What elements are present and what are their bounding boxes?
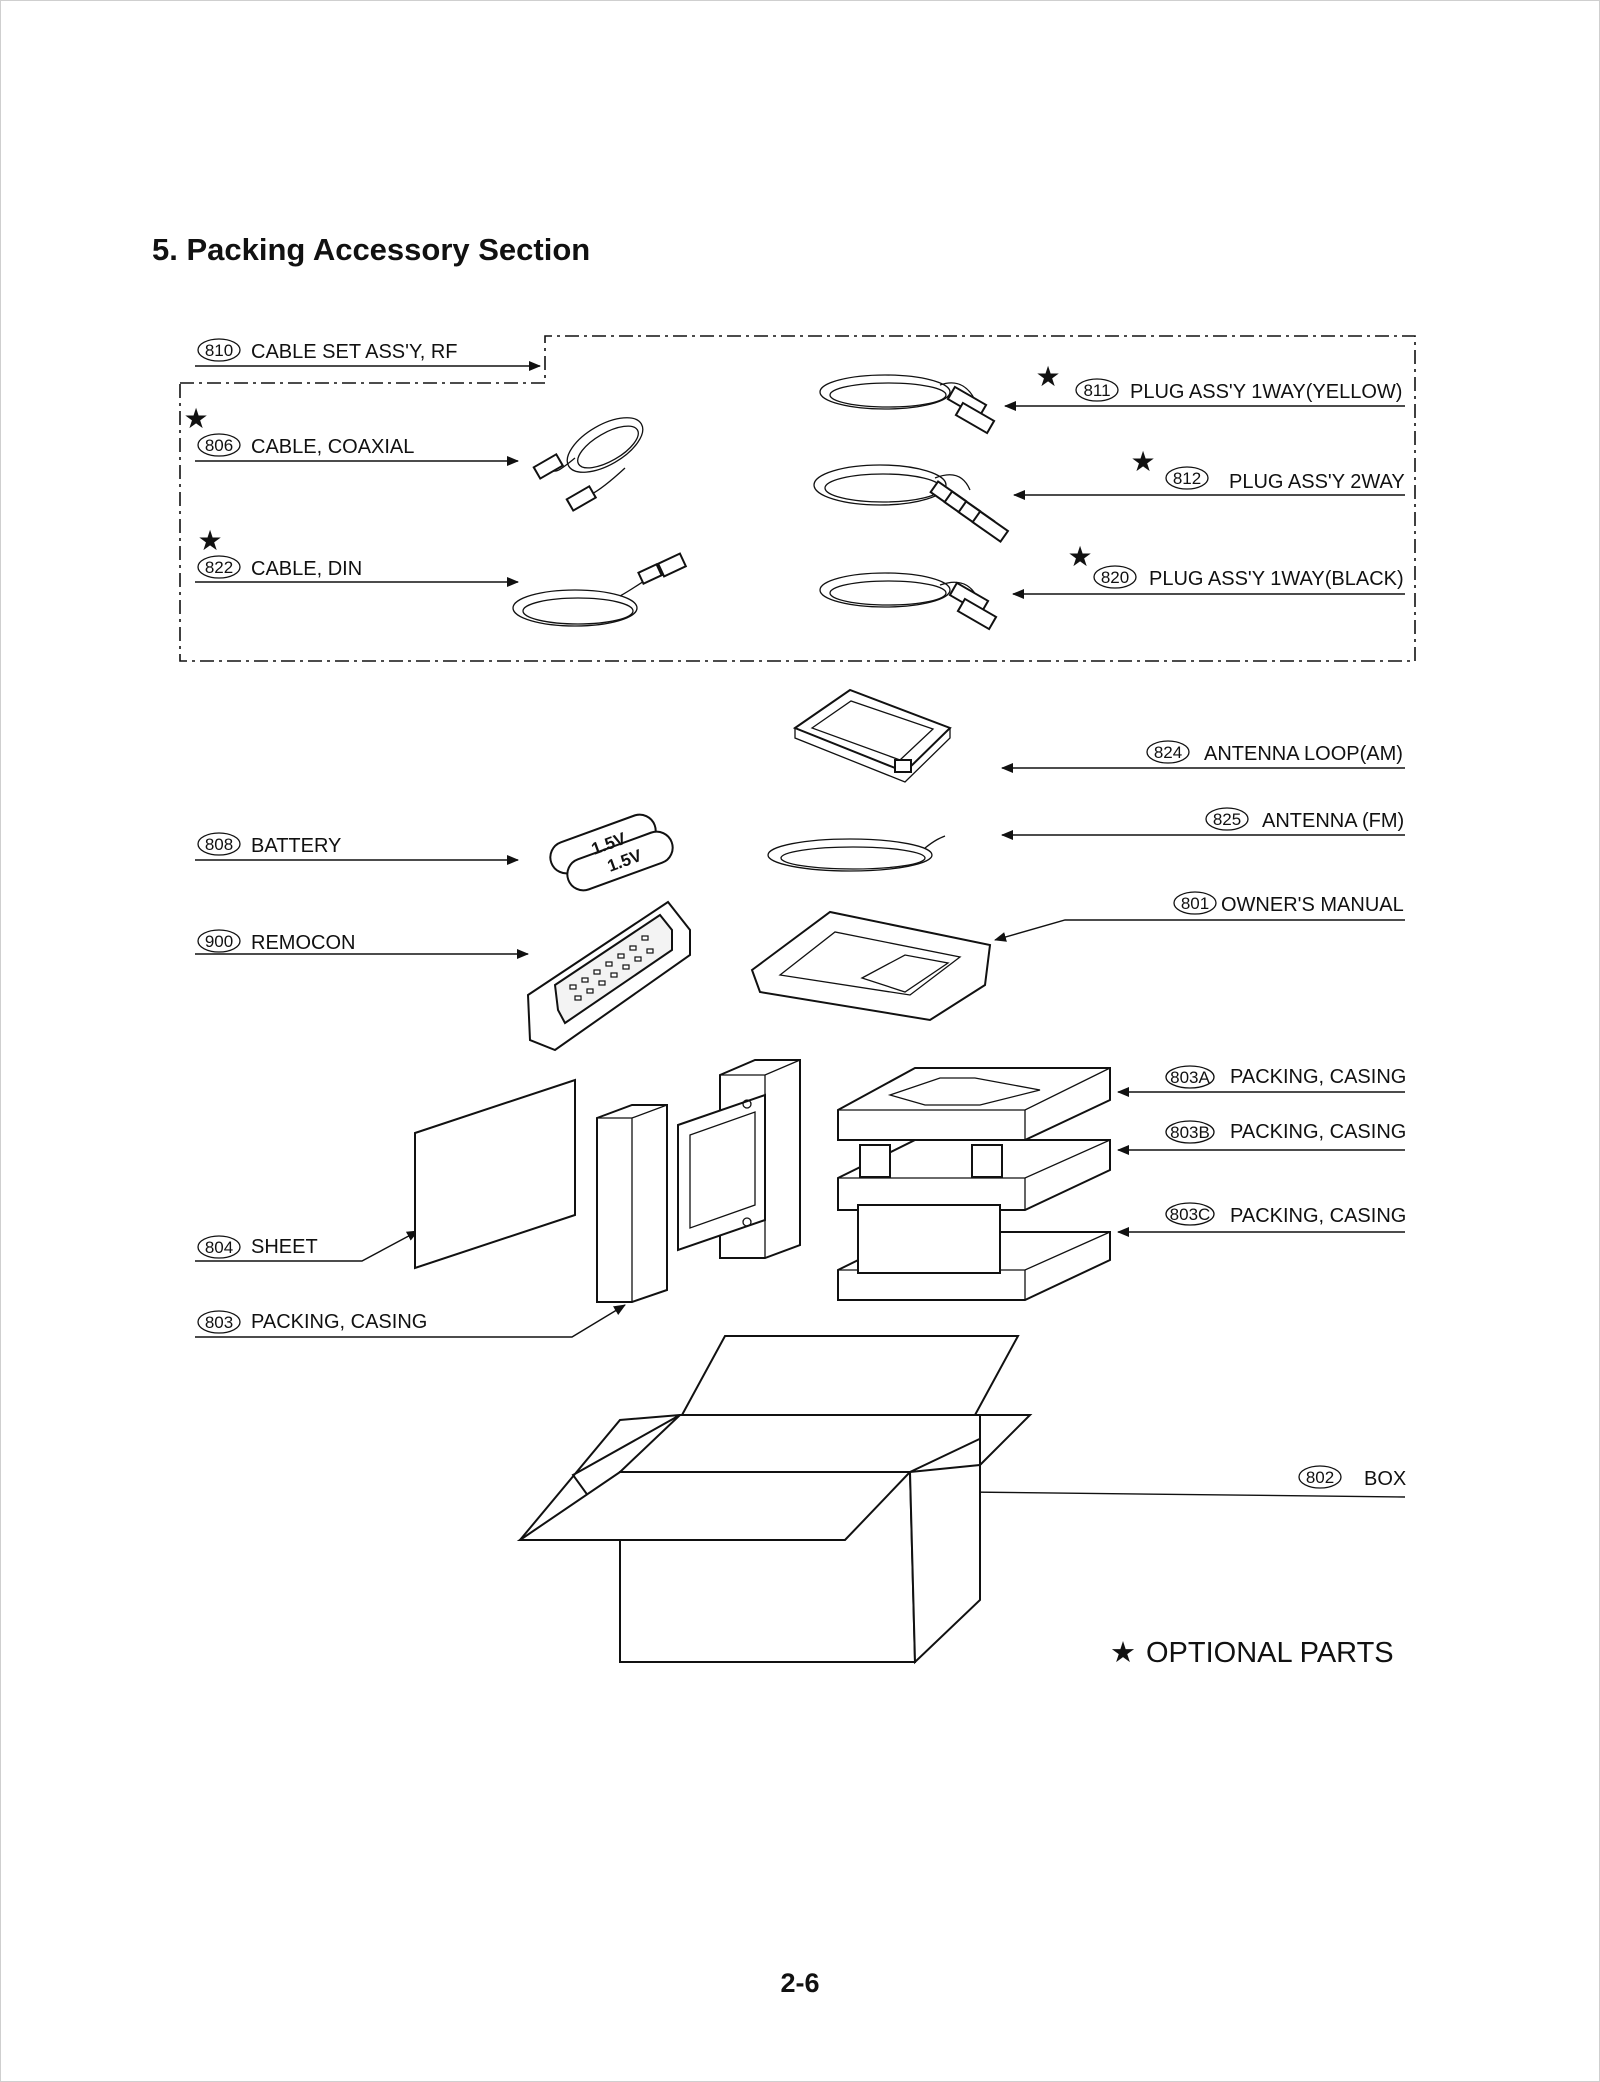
sheet-drawing [414,1078,576,1270]
din-cable-drawing [512,552,688,627]
page-number: 2-6 [780,1968,820,1998]
part-label-822: CABLE, DIN [251,558,362,580]
coaxial-cable-drawing [532,417,644,512]
side-packing-casing-drawing [596,1059,801,1303]
part-number-803: 803 [205,1313,233,1332]
part-label-808: BATTERY [251,835,341,857]
fm-antenna-drawing [767,835,946,872]
owners-manual-drawing [750,910,992,1022]
part-number-808: 808 [205,835,233,854]
part-label-811: PLUG ASS'Y 1WAY(YELLOW) [1130,381,1402,403]
part-label-825: ANTENNA (FM) [1262,810,1404,832]
part-number-810: 810 [205,341,233,360]
part-label-804: SHEET [251,1236,318,1258]
part-label-803B: PACKING, CASING [1230,1121,1406,1143]
part-label-803: PACKING, CASING [251,1311,427,1333]
optional-star-820: ★ [1067,541,1092,572]
callout-820: ★ 820 PLUG ASS'Y 1WAY(BLACK) [1012,541,1405,599]
callout-811: ★ 811 PLUG ASS'Y 1WAY(YELLOW) [1004,361,1405,411]
callout-802: 802 BOX [964,1465,1406,1498]
callout-803: 803 PACKING, CASING [195,1304,626,1338]
part-number-803B: 803B [1170,1123,1210,1142]
cable-set-enclosure [179,335,1416,662]
part-number-825: 825 [1213,810,1241,829]
plug-1way-black-drawing [819,572,998,631]
part-label-824: ANTENNA LOOP(AM) [1204,743,1403,765]
part-label-810: CABLE SET ASS'Y, RF [251,341,458,363]
part-number-900: 900 [205,932,233,951]
optional-star-822: ★ [197,525,222,556]
part-label-812: PLUG ASS'Y 2WAY [1229,471,1405,493]
part-number-806: 806 [205,436,233,455]
part-number-824: 824 [1154,743,1182,762]
part-label-806: CABLE, COAXIAL [251,436,414,458]
optional-star-806: ★ [183,403,208,434]
page-title: 5. Packing Accessory Section [152,232,591,267]
part-number-801: 801 [1181,894,1209,913]
callout-806: ★ 806 CABLE, COAXIAL [183,403,519,466]
packing-casing-stack-drawing [837,1067,1111,1301]
plug-1way-yellow-drawing [819,374,996,435]
callout-804: 804 SHEET [195,1230,419,1262]
callout-824: 824 ANTENNA LOOP(AM) [1001,740,1405,773]
part-label-803C: PACKING, CASING [1230,1205,1406,1227]
callout-803A: 803A PACKING, CASING [1117,1065,1406,1097]
callout-812: ★ 812 PLUG ASS'Y 2WAY [1013,446,1405,500]
battery-drawing: 1.5V 1.5V [549,813,674,892]
part-label-900: REMOCON [251,932,355,954]
part-label-801: OWNER'S MANUAL [1221,894,1404,916]
part-label-820: PLUG ASS'Y 1WAY(BLACK) [1149,568,1404,590]
part-number-820: 820 [1101,568,1129,587]
optional-star-811: ★ [1035,361,1060,392]
part-number-822: 822 [205,558,233,577]
callout-810: 810 CABLE SET ASS'Y, RF [195,338,541,371]
remote-control-drawing [526,900,691,1052]
part-number-803C: 803C [1170,1205,1211,1224]
part-label-802: BOX [1364,1468,1406,1490]
callout-900: 900 REMOCON [195,929,529,959]
shipping-box-drawing [516,1335,1033,1665]
callout-825: 825 ANTENNA (FM) [1001,807,1405,840]
callout-803B: 803B PACKING, CASING [1117,1120,1406,1155]
legend-star: ★ [1110,1637,1136,1669]
part-label-803A: PACKING, CASING [1230,1066,1406,1088]
callout-803C: 803C PACKING, CASING [1117,1202,1406,1237]
plug-2way-drawing [813,464,1010,544]
am-loop-antenna-drawing [792,688,952,783]
legend-text: OPTIONAL PARTS [1146,1637,1394,1669]
optional-parts-legend: ★ OPTIONAL PARTS [1110,1637,1394,1669]
callout-808: 808 BATTERY [195,832,519,865]
part-number-811: 811 [1083,381,1110,400]
part-number-802: 802 [1306,1468,1334,1487]
part-number-803A: 803A [1170,1068,1210,1087]
optional-star-812: ★ [1130,446,1155,477]
part-number-812: 812 [1173,469,1201,488]
callout-801: 801 OWNER'S MANUAL [994,891,1405,942]
callout-822: ★ 822 CABLE, DIN [195,525,519,587]
part-number-804: 804 [205,1238,233,1257]
